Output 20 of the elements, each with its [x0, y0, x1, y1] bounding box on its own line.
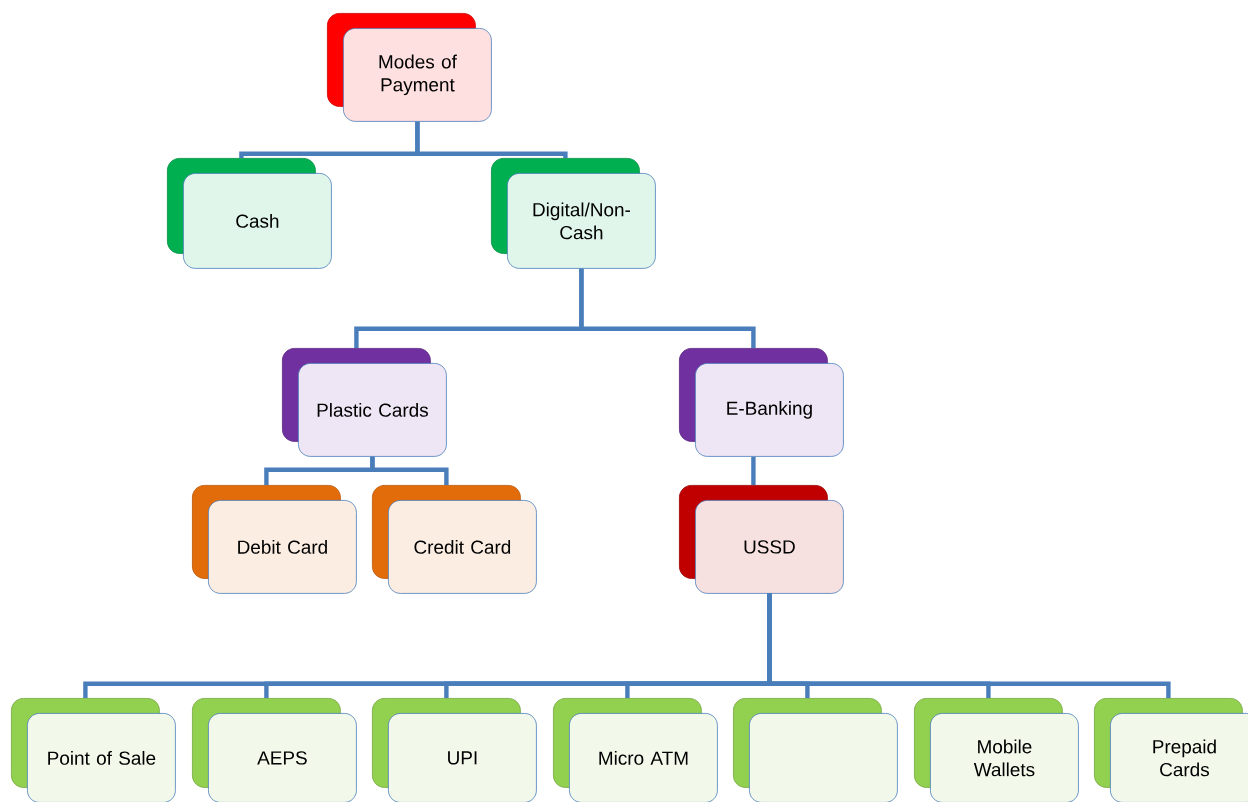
category-box: Debit Card [192, 485, 357, 594]
connector-line [751, 456, 756, 485]
category-box: Plastic Cards [282, 348, 447, 457]
category-box: Digital/Non-Cash [491, 158, 656, 269]
connector-line [415, 121, 568, 158]
category-box: Micro ATM [553, 698, 718, 802]
category-box: E-Banking [679, 348, 844, 457]
connector-line [370, 456, 449, 485]
category-box: Mobile Wallets [914, 698, 1079, 802]
connector-line [579, 268, 756, 348]
category-box: Credit Card [372, 485, 537, 594]
empty-box [733, 698, 898, 802]
connector-line [767, 593, 1171, 698]
category-box: AEPS [192, 698, 357, 802]
category-box: UPI [372, 698, 537, 802]
category-box: Cash [167, 158, 332, 269]
category-box: Prepaid Cards [1094, 698, 1248, 802]
category-box: Modes of Payment [327, 13, 492, 122]
category-box: Point of Sale [11, 698, 176, 802]
category-box: USSD [679, 485, 844, 594]
